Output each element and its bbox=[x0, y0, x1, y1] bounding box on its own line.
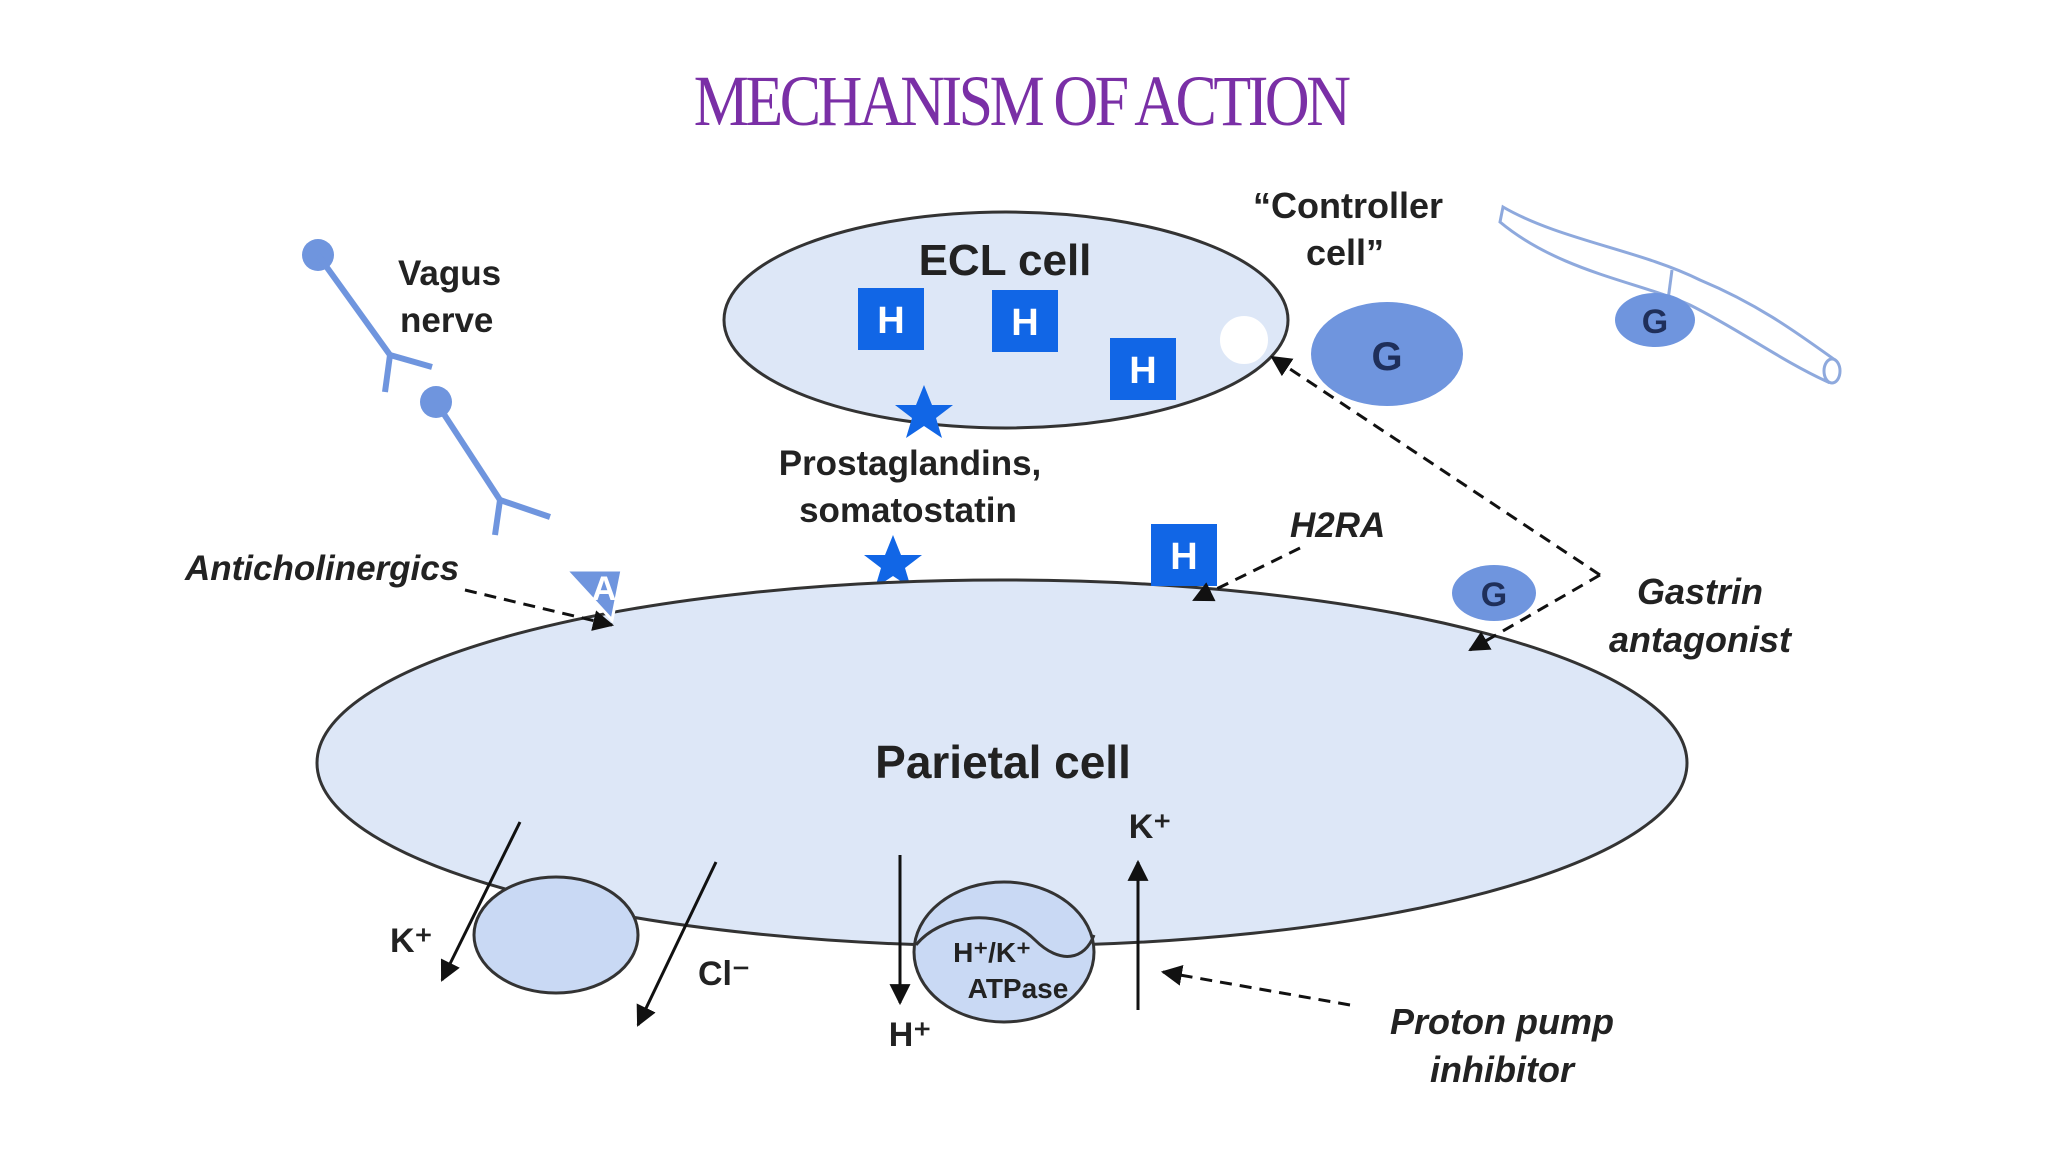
vessel-gastrin-label: G bbox=[1642, 303, 1668, 341]
acetylcholine-label: A bbox=[592, 570, 617, 608]
parietal-gastrin-label: G bbox=[1481, 576, 1507, 614]
k-plus-right-label: K⁺ bbox=[1129, 808, 1172, 846]
gastrin-antagonist-arrow-ecl bbox=[1270, 355, 1601, 577]
parietal-histamine-badge: H bbox=[1151, 524, 1217, 586]
gastrin-antagonist-arrow-parietal bbox=[1468, 573, 1601, 652]
ecl-gastrin-receptor bbox=[1218, 314, 1270, 366]
ppi-label-line1: Proton pump bbox=[1390, 1001, 1614, 1042]
vagus-label-line1: Vagus bbox=[398, 254, 501, 293]
h2ra-label: H2RA bbox=[1290, 506, 1385, 545]
proton-pump bbox=[912, 880, 1096, 1024]
vagus-nerve-icon bbox=[302, 239, 551, 536]
anticholinergics-arrow bbox=[464, 588, 615, 631]
controller-gastrin-cell bbox=[1311, 302, 1463, 406]
anticholinergics-label: Anticholinergics bbox=[184, 549, 459, 588]
controller-gastrin-label: G bbox=[1371, 335, 1402, 379]
ecl-histamine-badge: H bbox=[992, 290, 1058, 352]
vagus-label-line2: nerve bbox=[400, 301, 493, 340]
parietal-inhibitory-receptor-star-icon bbox=[864, 535, 922, 588]
atpase-label-line1: H⁺/K⁺ bbox=[953, 937, 1031, 968]
svg-text:H: H bbox=[1170, 536, 1197, 578]
cl-minus-label: Cl⁻ bbox=[698, 955, 750, 993]
svg-text:H: H bbox=[1129, 350, 1156, 392]
gastrin-antagonist-label-line2: antagonist bbox=[1609, 619, 1793, 660]
controller-label-line2: cell” bbox=[1306, 232, 1384, 273]
parietal-gastrin-circle bbox=[1452, 565, 1536, 621]
controller-label-line1: “Controller bbox=[1253, 185, 1443, 226]
parietal-cell-label: Parietal cell bbox=[875, 736, 1131, 788]
ppi-label-line2: inhibitor bbox=[1430, 1049, 1576, 1090]
ecl-cell-label: ECL cell bbox=[919, 236, 1092, 285]
k-efflux-arrow bbox=[440, 821, 522, 982]
prostaglandins-label-line2: somatostatin bbox=[799, 491, 1017, 530]
proton-pump-membrane bbox=[914, 916, 1096, 958]
kcl-channel bbox=[472, 875, 640, 995]
svg-text:H: H bbox=[877, 300, 904, 342]
svg-text:H: H bbox=[1011, 302, 1038, 344]
h-plus-label: H⁺ bbox=[889, 1016, 932, 1054]
atpase-label-line2: ATPase bbox=[968, 973, 1069, 1004]
ppi-arrow bbox=[1160, 964, 1351, 1007]
ecl-histamine-badge: H bbox=[1110, 338, 1176, 400]
cl-efflux-arrow bbox=[636, 861, 718, 1027]
prostaglandins-label-line1: Prostaglandins, bbox=[779, 444, 1042, 483]
drug-arrows bbox=[464, 355, 1601, 1007]
slide-title: MECHANISM OF ACTION bbox=[693, 61, 1351, 141]
ecl-inhibitory-receptor-star-icon bbox=[895, 385, 953, 438]
acetylcholine-receptor-icon bbox=[562, 568, 624, 624]
k-plus-left-label: K⁺ bbox=[390, 922, 433, 960]
gastrin-antagonist-label-line1: Gastrin bbox=[1637, 571, 1763, 612]
vessel-gastrin-circle bbox=[1615, 293, 1695, 347]
ecl-histamine-badge: H bbox=[858, 288, 924, 350]
